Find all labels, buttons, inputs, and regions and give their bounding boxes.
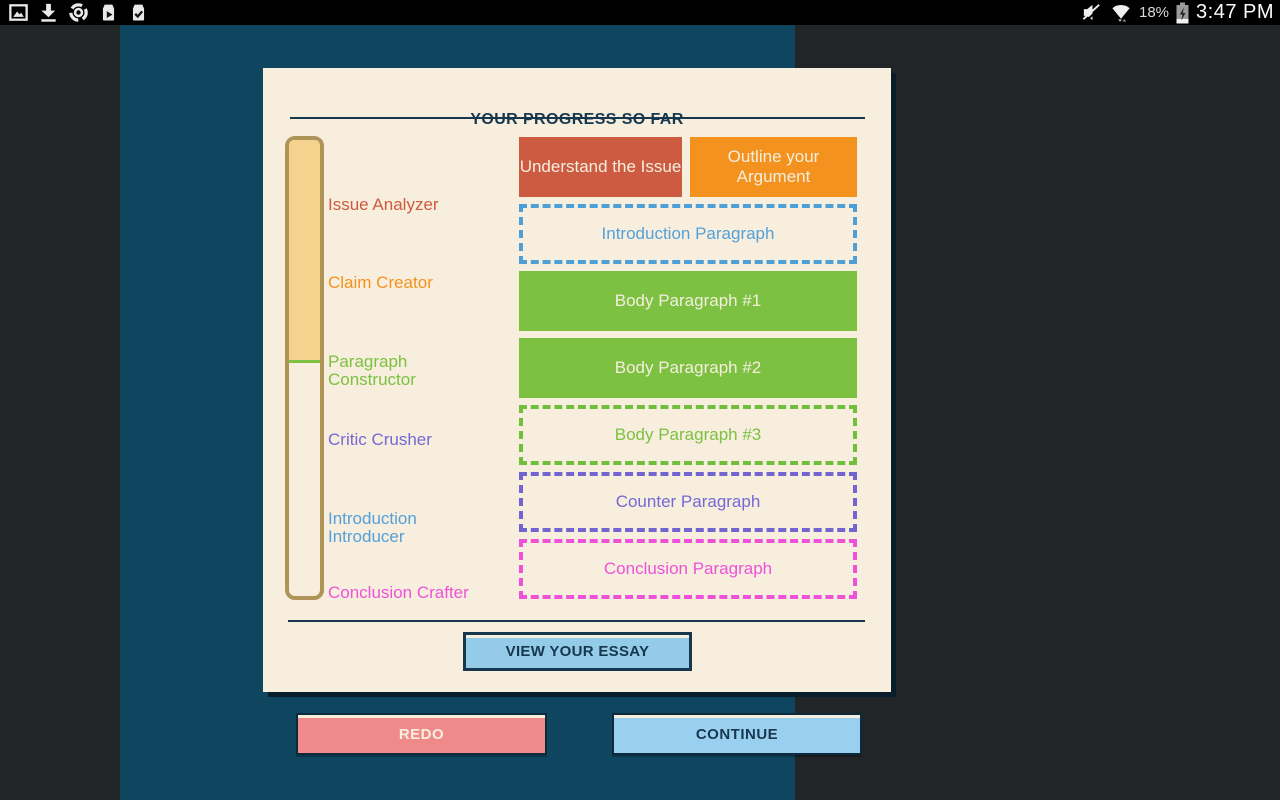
divider-top [290,117,865,119]
milestone-paragraph-constructor: Paragraph Constructor [328,352,416,390]
milestone-issue-analyzer: Issue Analyzer [328,195,439,214]
screenshot-icon [9,4,28,21]
block-body-paragraph-1[interactable]: Body Paragraph #1 [519,271,857,331]
milestone-claim-creator: Claim Creator [328,273,433,292]
milestone-introduction-introducer: Introduction Introducer [328,509,417,547]
page-title: YOUR PROGRESS SO FAR [470,111,684,128]
shop-check-icon [132,4,145,21]
block-row-top: Understand the Issue Outline your Argume… [519,137,857,197]
download-complete-icon [41,3,56,22]
clock: 3:47 PM [1196,1,1274,23]
block-body-paragraph-3[interactable]: Body Paragraph #3 [519,405,857,465]
status-bar-notifications [0,1,150,24]
milestone-conclusion-crafter: Conclusion Crafter [328,583,469,602]
wifi-data-icon [1112,5,1130,22]
app-panel: YOUR PROGRESS SO FAR Issue Analyzer Clai… [120,25,891,800]
milestone-critic-crusher: Critic Crusher [328,430,432,449]
view-your-essay-button[interactable]: VIEW YOUR ESSAY [463,632,692,671]
volume-muted-icon [1082,4,1103,22]
status-bar-system: 18% 3:47 PM [1080,0,1280,25]
block-body-paragraph-2[interactable]: Body Paragraph #2 [519,338,857,398]
chrome-icon [69,3,88,22]
block-counter-paragraph[interactable]: Counter Paragraph [519,472,857,532]
progress-fill [289,140,320,364]
android-status-bar: 18% 3:47 PM [0,0,1280,25]
block-introduction-paragraph[interactable]: Introduction Paragraph [519,204,857,264]
play-store-bag-icon [102,4,115,21]
block-outline-your-argument[interactable]: Outline your Argument [690,137,857,197]
battery-charging-icon [1176,2,1189,23]
essay-blocks: Understand the Issue Outline your Argume… [519,137,857,599]
redo-button[interactable]: REDO [296,713,547,755]
battery-percent: 18% [1138,4,1170,21]
block-conclusion-paragraph[interactable]: Conclusion Paragraph [519,539,857,599]
progress-track [285,136,324,600]
continue-button[interactable]: CONTINUE [612,713,862,755]
divider-bottom [288,620,865,622]
progress-card: YOUR PROGRESS SO FAR Issue Analyzer Clai… [263,68,891,692]
block-understand-the-issue[interactable]: Understand the Issue [519,137,682,197]
